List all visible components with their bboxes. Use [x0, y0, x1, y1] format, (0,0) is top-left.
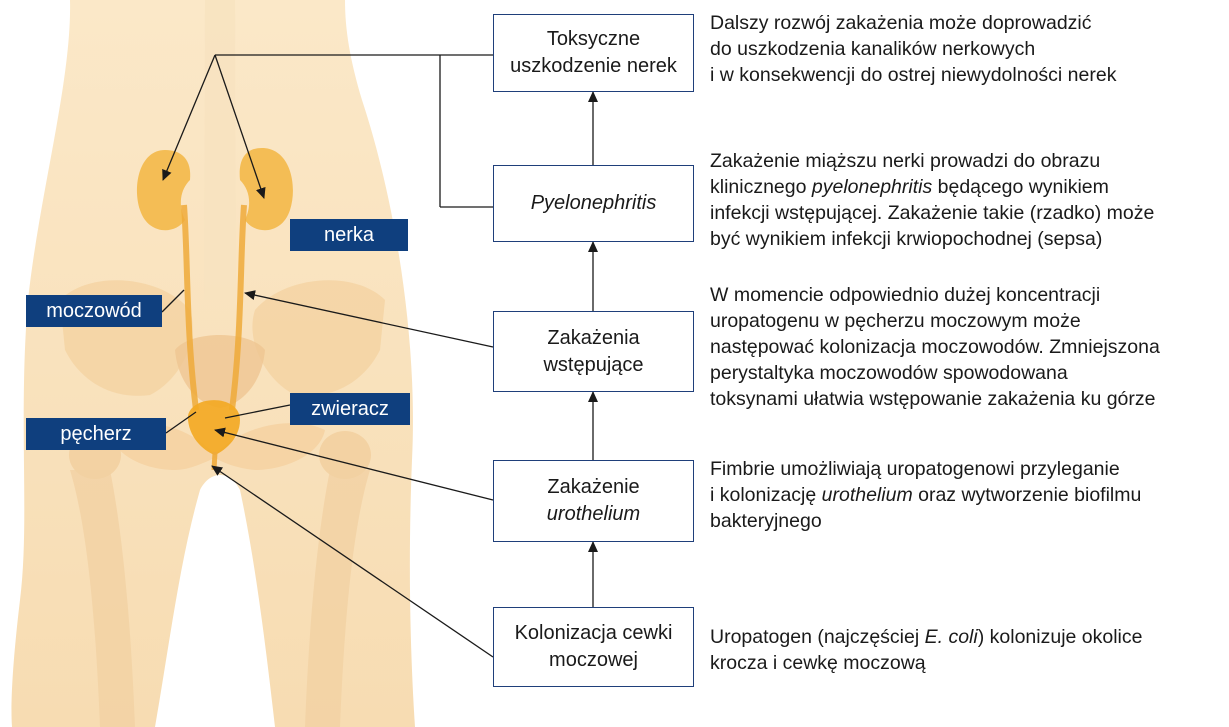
step-pyelonephritis: Pyelonephritis — [493, 165, 694, 242]
desc-colonization-l1a: Uropatogen (najczęściej — [710, 626, 925, 648]
description-pyelonephritis: Zakażenie miąższu nerki prowadzi do obra… — [710, 148, 1225, 252]
desc-ascending-l2: uropatogenu w pęcherzu moczowym może — [710, 308, 1225, 334]
step-toxic-line2: uszkodzenie nerek — [510, 53, 677, 80]
step-pyelo-line1: Pyelonephritis — [531, 190, 657, 217]
step-urethra-colonization: Kolonizacja cewki moczowej — [493, 607, 694, 687]
desc-pyelo-l1: Zakażenie miąższu nerki prowadzi do obra… — [710, 148, 1225, 174]
step-toxic-line1: Toksyczne — [547, 26, 640, 53]
desc-toxic-l3: i w konsekwencji do ostrej niewydolności… — [710, 62, 1225, 88]
bracket-lines — [440, 55, 493, 207]
desc-urothelium-l3: bakteryjnego — [710, 508, 1225, 534]
desc-urothelium-l1: Fimbrie umożliwiają uropatogenowi przyle… — [710, 456, 1225, 482]
step-urothelium-line2: urothelium — [547, 501, 640, 528]
desc-colonization-l2: krocza i cewkę moczową — [710, 650, 1225, 676]
step-urothelium-infection: Zakażenie urothelium — [493, 460, 694, 542]
step-ascending-line1: Zakażenia — [547, 325, 639, 352]
desc-ascending-l4: perystaltyka moczowodów spowodowana — [710, 360, 1225, 386]
desc-toxic-l1: Dalszy rozwój zakażenia może doprowadzić — [710, 10, 1225, 36]
desc-ascending-l1: W momencie odpowiednio dużej koncentracj… — [710, 282, 1225, 308]
desc-ascending-l3: następować kolonizacja moczowodów. Zmnie… — [710, 334, 1225, 360]
spine — [204, 0, 236, 300]
label-sphincter: zwieracz — [290, 393, 410, 425]
description-ascending: W momencie odpowiednio dużej koncentracj… — [710, 282, 1225, 412]
desc-pyelo-l2: klinicznego pyelonephritis będącego wyni… — [710, 174, 1225, 200]
desc-pyelo-l2c: będącego wynikiem — [932, 176, 1109, 198]
step-urothelium-line1: Zakażenie — [547, 474, 639, 501]
step-colonization-line2: moczowej — [549, 647, 638, 674]
body-illustration — [11, 0, 415, 727]
desc-toxic-l2: do uszkodzenia kanalików nerkowych — [710, 36, 1225, 62]
desc-pyelo-l2a: klinicznego — [710, 176, 812, 198]
desc-colonization-l1: Uropatogen (najczęściej E. coli) koloniz… — [710, 624, 1225, 650]
label-ureter: moczowód — [26, 295, 162, 327]
desc-colonization-l1b: E. coli — [925, 626, 978, 648]
desc-urothelium-l2b: urothelium — [822, 484, 913, 506]
description-colonization: Uropatogen (najczęściej E. coli) koloniz… — [710, 624, 1225, 676]
description-toxic: Dalszy rozwój zakażenia może doprowadzić… — [710, 10, 1225, 88]
step-colonization-line1: Kolonizacja cewki — [515, 620, 673, 647]
step-ascending-line2: wstępujące — [543, 352, 643, 379]
desc-colonization-l1c: ) kolonizuje okolice — [978, 626, 1143, 648]
desc-urothelium-l2a: i kolonizację — [710, 484, 822, 506]
desc-pyelo-l2b: pyelonephritis — [812, 176, 932, 198]
description-urothelium: Fimbrie umożliwiają uropatogenowi przyle… — [710, 456, 1225, 534]
step-ascending-infection: Zakażenia wstępujące — [493, 311, 694, 392]
desc-urothelium-l2c: oraz wytworzenie biofilmu — [913, 484, 1142, 506]
step-toxic-kidney-damage: Toksyczne uszkodzenie nerek — [493, 14, 694, 92]
desc-pyelo-l3: infekcji wstępującej. Zakażenie takie (r… — [710, 200, 1225, 226]
desc-urothelium-l2: i kolonizację urothelium oraz wytworzeni… — [710, 482, 1225, 508]
desc-pyelo-l4: być wynikiem infekcji krwiopochodnej (se… — [710, 226, 1225, 252]
label-bladder: pęcherz — [26, 418, 166, 450]
label-kidney: nerka — [290, 219, 408, 251]
desc-ascending-l5: toksynami ułatwia wstępowanie zakażenia … — [710, 386, 1225, 412]
